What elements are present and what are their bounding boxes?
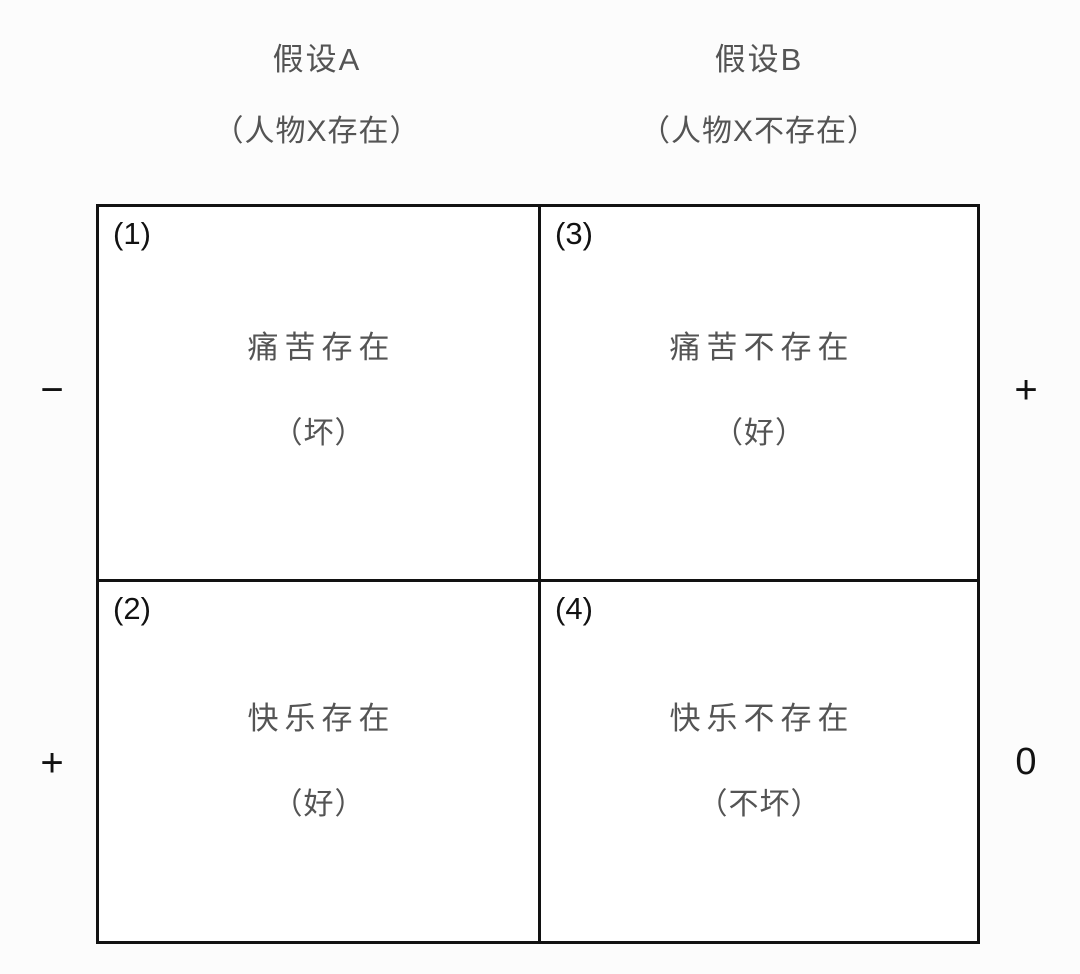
quadrant-1-valuation: （坏） [272, 417, 366, 451]
column-a-subtitle: （人物X存在） [213, 115, 421, 148]
quadrant-4-body: 快乐不存在 （不坏） [541, 701, 977, 822]
quadrant-3-number: (3) [555, 216, 593, 251]
column-header-hypothesis-b: 假设B （人物X不存在） [538, 44, 980, 147]
quadrant-table: (1) 痛苦存在 （坏） (3) 痛苦不存在 （好） (2) 快乐存在 （好） … [96, 204, 980, 944]
valence-marker-left-top: − [40, 368, 64, 412]
quadrant-1-main-text: 痛苦存在 [247, 330, 396, 365]
quadrant-4-main-text: 快乐不存在 [669, 701, 855, 736]
quadrant-4-number: (4) [555, 591, 593, 626]
quadrant-cell-4: (4) 快乐不存在 （不坏） [538, 579, 977, 941]
quadrant-cell-2: (2) 快乐存在 （好） [99, 579, 538, 941]
quadrant-1-number: (1) [113, 216, 151, 251]
quadrant-3-body: 痛苦不存在 （好） [541, 330, 977, 451]
quadrant-1-body: 痛苦存在 （坏） [99, 330, 538, 451]
quadrant-3-main-text: 痛苦不存在 [669, 330, 855, 365]
valence-marker-right-bottom: 0 [1015, 741, 1037, 783]
valence-marker-left-bottom: + [40, 741, 64, 785]
quadrant-3-valuation: （好） [713, 417, 806, 451]
column-b-subtitle: （人物X不存在） [639, 115, 878, 148]
quadrant-cell-1: (1) 痛苦存在 （坏） [99, 207, 538, 579]
quadrant-2-body: 快乐存在 （好） [99, 701, 538, 822]
quadrant-2-main-text: 快乐存在 [247, 701, 396, 736]
quadrant-2-number: (2) [113, 591, 151, 626]
column-b-title: 假设B [714, 42, 804, 77]
column-header-hypothesis-a: 假设A （人物X存在） [96, 44, 538, 147]
quadrant-2-valuation: （好） [272, 788, 366, 822]
column-a-title: 假设A [272, 42, 362, 77]
quadrant-cell-3: (3) 痛苦不存在 （好） [538, 207, 977, 579]
valence-marker-right-top: + [1014, 368, 1038, 412]
quadrant-4-valuation: （不坏） [697, 788, 822, 822]
